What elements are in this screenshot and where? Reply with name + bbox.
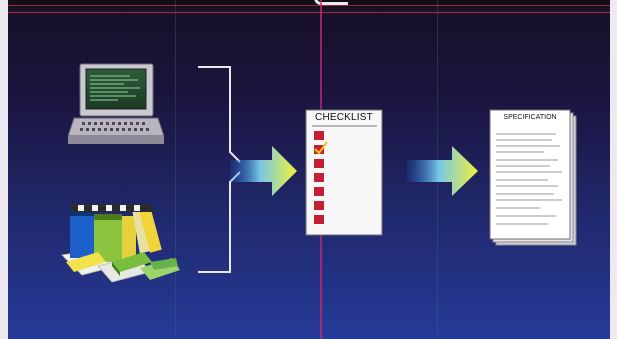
arrow-right-icon	[230, 146, 297, 196]
computer-terminal-icon	[68, 64, 164, 144]
specification-title: SPECIFICATION	[491, 114, 569, 121]
arrow-right-icon-2	[407, 146, 478, 196]
specification-document-icon	[490, 110, 576, 245]
checklist-title: CHECKLIST	[308, 112, 380, 123]
books-icon	[62, 204, 180, 282]
checklist-document-icon	[306, 110, 382, 235]
